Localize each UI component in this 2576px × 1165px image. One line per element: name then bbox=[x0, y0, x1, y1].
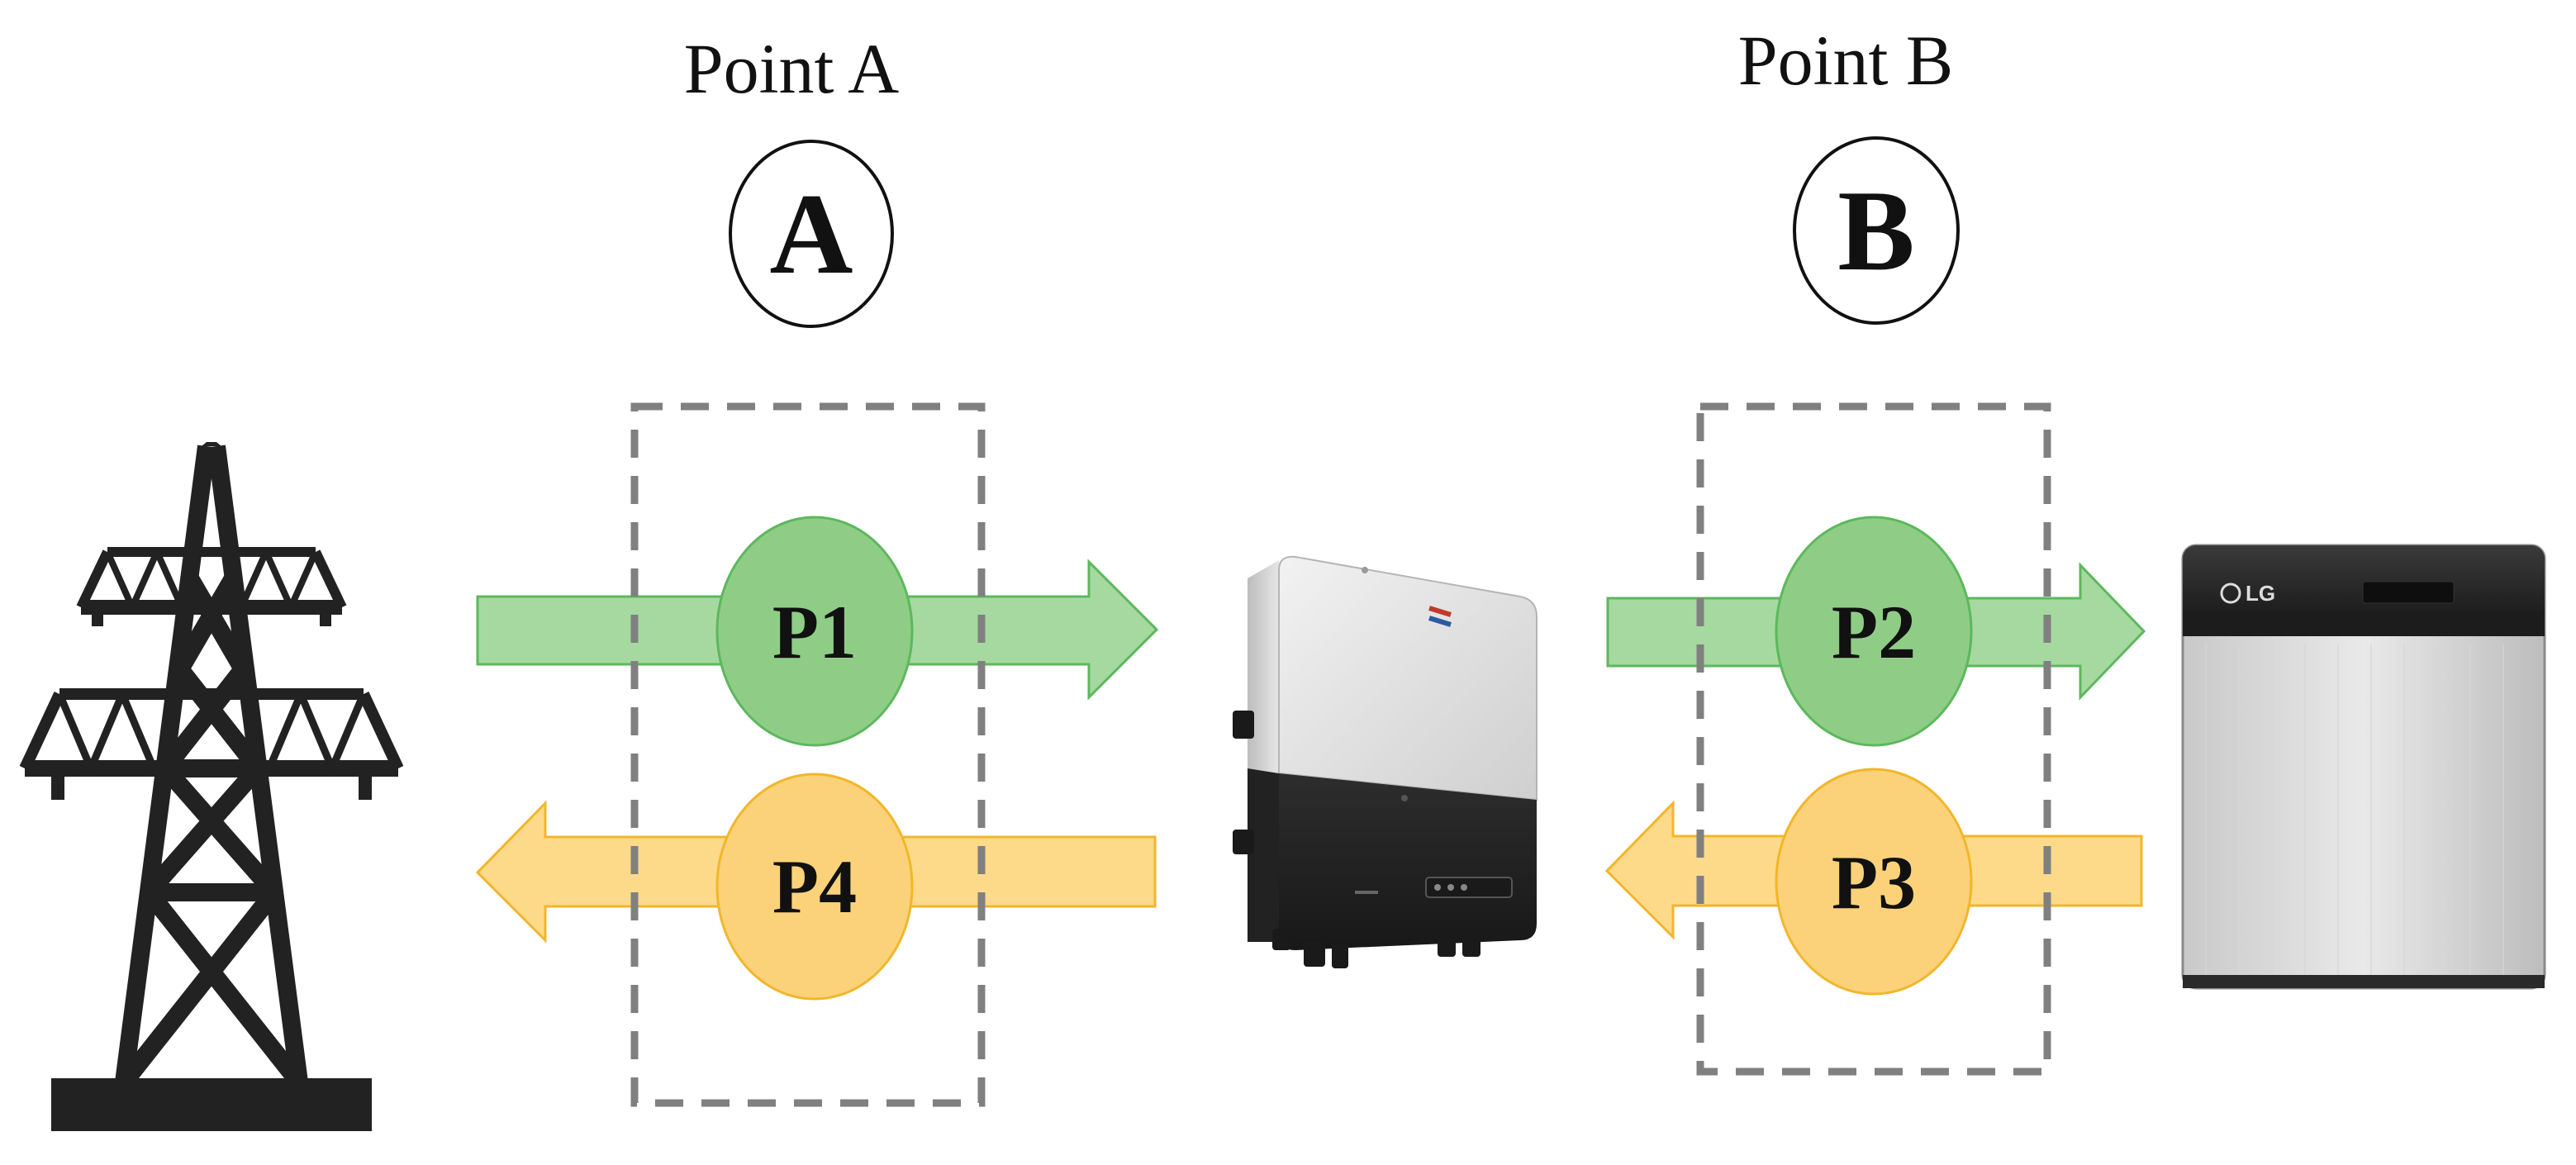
battery-icon: LG bbox=[2181, 544, 2546, 990]
point-b-badge-letter: B bbox=[1837, 167, 1914, 295]
point-a-badge-letter: A bbox=[769, 170, 853, 298]
point-b-measurement-box bbox=[1696, 402, 2051, 1076]
point-b-title: Point B bbox=[1738, 21, 1953, 100]
point-b-badge: B bbox=[1793, 136, 1960, 325]
p2-node: P2 bbox=[1775, 516, 1973, 747]
p1-label: P1 bbox=[772, 590, 857, 674]
p2-label: P2 bbox=[1832, 590, 1916, 674]
power-transmission-tower-icon bbox=[19, 442, 404, 1131]
point-a-badge: A bbox=[729, 140, 894, 328]
point-a-measurement-box bbox=[630, 402, 986, 1107]
battery-brand-mark bbox=[2220, 582, 2241, 604]
inverter-icon bbox=[1233, 555, 1538, 968]
battery-brand-label: LG bbox=[2246, 581, 2275, 606]
inverter-logo-icon bbox=[1428, 606, 1452, 627]
p4-label: P4 bbox=[772, 844, 857, 929]
p4-node: P4 bbox=[715, 773, 914, 1001]
p1-node: P1 bbox=[715, 516, 914, 747]
p3-node: P3 bbox=[1775, 768, 1973, 996]
point-a-title: Point A bbox=[684, 29, 899, 108]
p3-label: P3 bbox=[1832, 840, 1916, 925]
battery-texture bbox=[2205, 644, 2504, 975]
